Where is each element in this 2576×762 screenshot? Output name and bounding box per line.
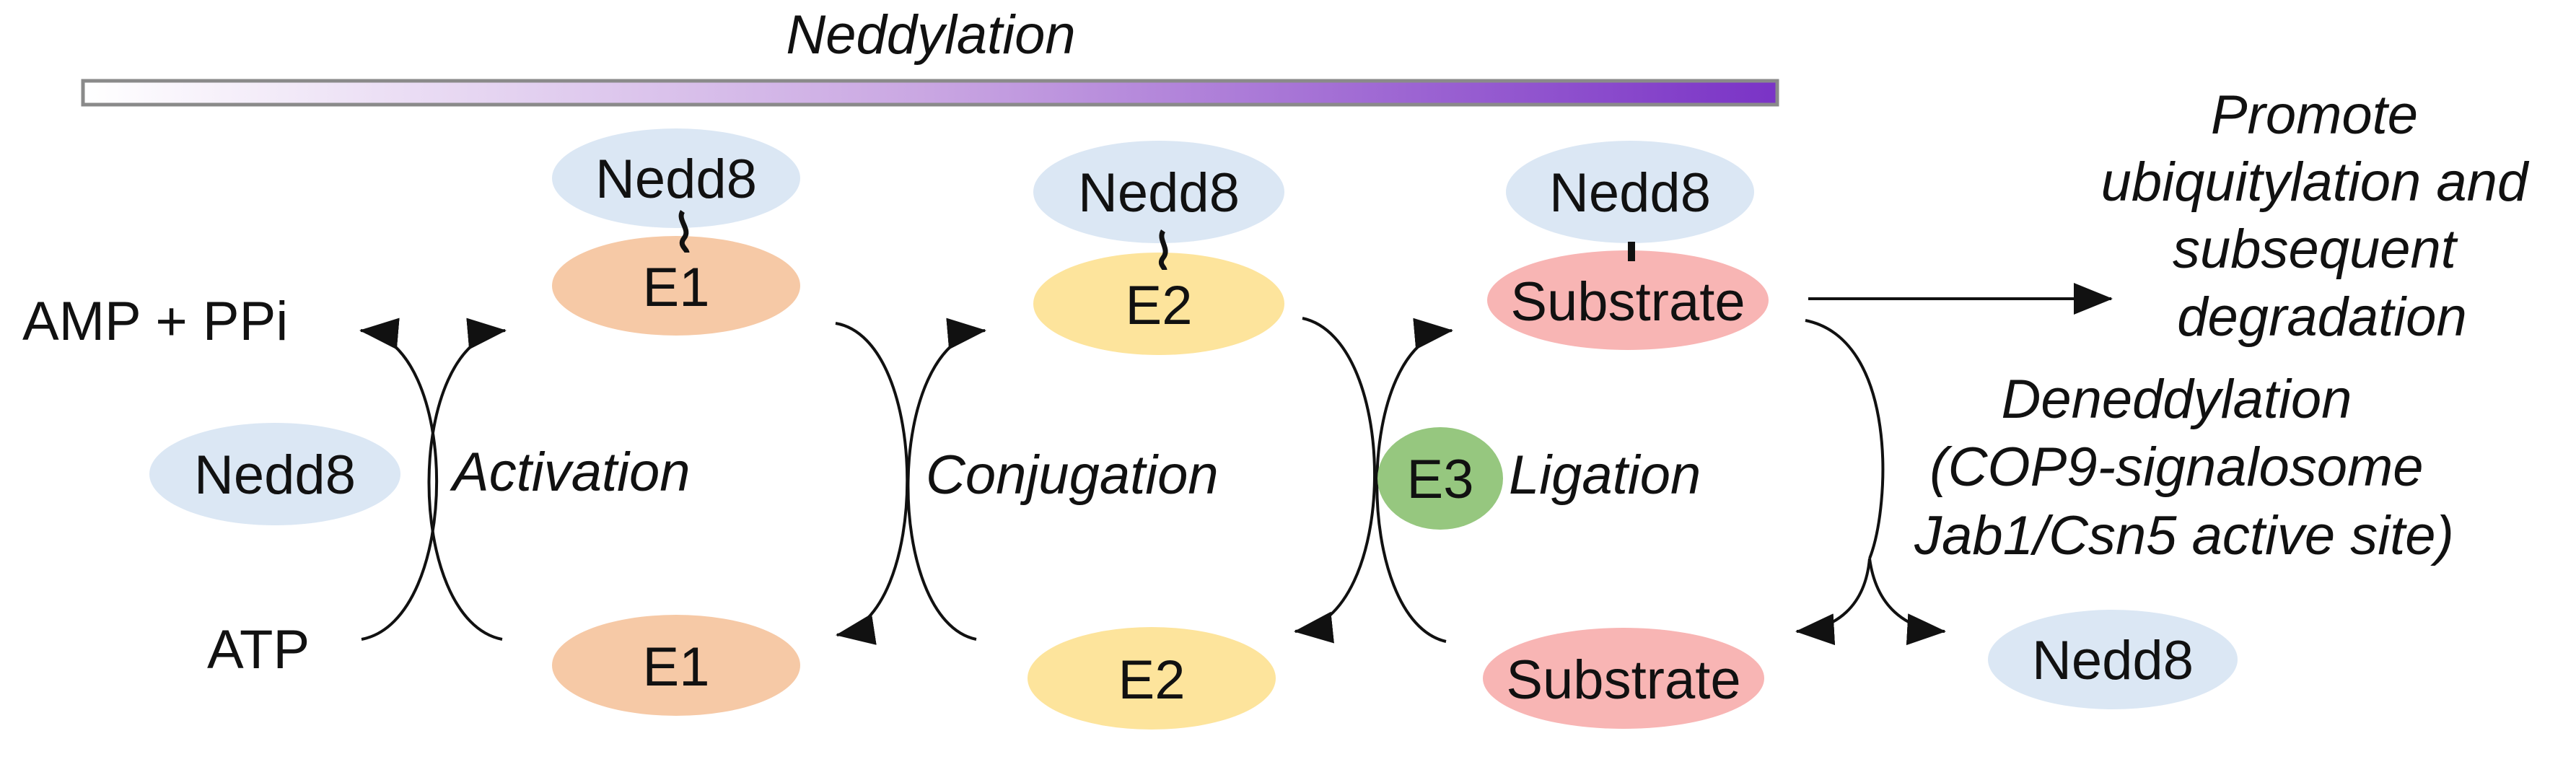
nedd8-substrate-complex: Nedd8 Substrate xyxy=(1487,141,1769,350)
svg-text:Substrate: Substrate xyxy=(1510,271,1745,333)
outcome-text: Promote ubiquitylation and subsequent de… xyxy=(2101,84,2544,348)
ligation-label: Ligation xyxy=(1509,444,1701,506)
ligation-arrow-substrate xyxy=(1375,318,1453,643)
svg-text:Nedd8: Nedd8 xyxy=(194,444,356,506)
deneddylation-arrow xyxy=(1805,319,1885,559)
conjugation-arrow-e1-release xyxy=(835,322,909,645)
svg-text:E2: E2 xyxy=(1126,275,1193,336)
nedd8-e2-complex: Nedd8 E2 xyxy=(1033,141,1284,355)
svg-text:Nedd8: Nedd8 xyxy=(1549,162,1711,224)
svg-text:Nedd8: Nedd8 xyxy=(2032,630,2194,691)
svg-text:E1: E1 xyxy=(643,636,710,698)
substrate-free: Substrate xyxy=(1483,628,1764,729)
svg-text:Nedd8: Nedd8 xyxy=(595,149,757,210)
ligation-arrow-e2-release xyxy=(1294,317,1376,644)
svg-text:Substrate: Substrate xyxy=(1506,649,1740,711)
conjugation-arrow-e2 xyxy=(906,318,986,641)
e3-ligase: E3 xyxy=(1377,427,1503,530)
thioester-bond-icon xyxy=(678,210,690,253)
svg-text:E2: E2 xyxy=(1118,649,1186,711)
activation-arrow-products xyxy=(359,318,439,641)
neddylation-gradient-bar xyxy=(81,79,1779,107)
svg-text:Nedd8: Nedd8 xyxy=(1078,162,1240,224)
free-nedd8-left: Nedd8 xyxy=(149,423,400,525)
svg-text:E3: E3 xyxy=(1407,449,1474,510)
deneddylation-arrow-substrate xyxy=(1795,558,1871,646)
free-nedd8-right: Nedd8 xyxy=(1988,610,2238,709)
deneddylation-text: Deneddylation (COP9-signalosome Jab1/Csn… xyxy=(1914,369,2454,566)
activation-arrow-e1 xyxy=(427,318,507,641)
conjugation-label: Conjugation xyxy=(926,444,1219,506)
nedd8-e1-complex: Nedd8 E1 xyxy=(552,128,800,336)
activation-label: Activation xyxy=(450,442,691,503)
svg-text:E1: E1 xyxy=(643,257,710,318)
atp-label: ATP xyxy=(207,619,310,680)
e2-free: E2 xyxy=(1028,627,1276,730)
deneddylation-arrow-nedd8 xyxy=(1868,558,1946,646)
thioester-bond-icon xyxy=(1158,229,1168,271)
amp-ppi-label: AMP + PPi xyxy=(22,291,288,352)
neddylation-title: Neddylation xyxy=(786,4,1075,66)
e1-free: E1 xyxy=(552,615,800,716)
